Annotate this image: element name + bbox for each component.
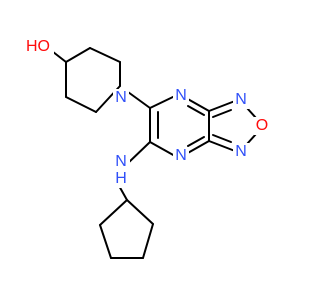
bond bbox=[126, 199, 154, 225]
bond bbox=[99, 199, 128, 226]
bond bbox=[246, 133, 257, 145]
bond bbox=[185, 97, 210, 112]
bond bbox=[65, 47, 91, 63]
piperidine-nitrogen-label: N bbox=[115, 89, 127, 106]
bond bbox=[149, 95, 176, 109]
bond bbox=[208, 100, 236, 112]
bond bbox=[185, 140, 210, 155]
amine-nitrogen-label: N bbox=[115, 153, 127, 170]
bond bbox=[126, 141, 151, 165]
bond bbox=[187, 136, 205, 147]
bond bbox=[127, 91, 151, 109]
pyrazine-nitrogen-bottom-label: N bbox=[175, 147, 187, 164]
atom-labels: HO N N N N O N N H bbox=[24, 36, 270, 188]
oxadiazole-nitrogen-top-label: N bbox=[235, 91, 247, 108]
bond-lines bbox=[47, 47, 257, 259]
bond bbox=[99, 224, 112, 259]
molecule-structure: HO N N N N O N N H bbox=[24, 36, 270, 259]
bond bbox=[212, 134, 232, 143]
bond bbox=[89, 47, 121, 63]
amine-hydrogen-label: H bbox=[115, 170, 127, 187]
bond bbox=[208, 140, 236, 152]
bond bbox=[142, 223, 154, 259]
molecule-diagram: HO N N N N O N N H bbox=[24, 36, 270, 259]
bond bbox=[246, 107, 257, 119]
bond bbox=[149, 141, 176, 157]
bond bbox=[187, 105, 205, 116]
oxadiazole-nitrogen-bottom-label: N bbox=[235, 143, 247, 160]
bond bbox=[65, 96, 97, 113]
pyrazine-nitrogen-top-label: N bbox=[175, 87, 187, 104]
bond bbox=[212, 109, 232, 118]
hydroxyl-label: HO bbox=[26, 38, 50, 55]
oxadiazole-oxygen-label: O bbox=[256, 117, 268, 134]
